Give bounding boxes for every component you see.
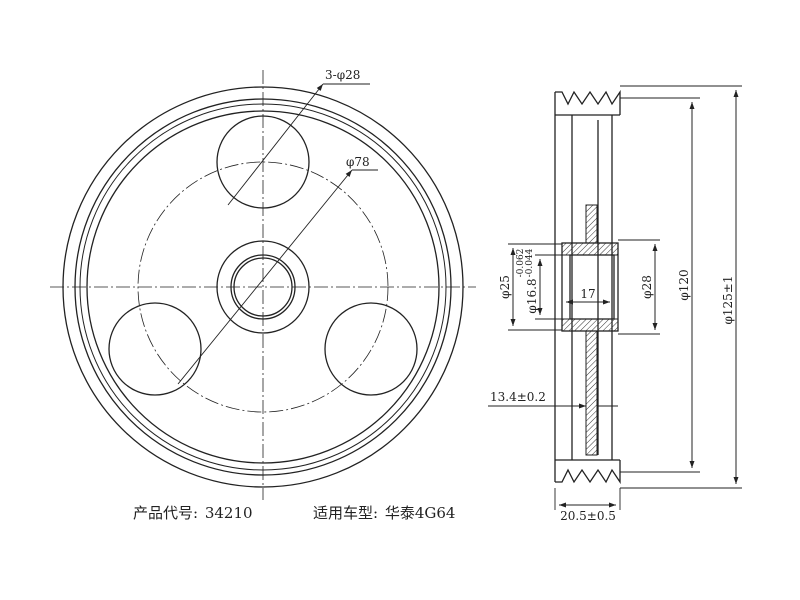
pitch-dim: φ78	[346, 155, 370, 169]
front-leaders	[177, 83, 378, 385]
product-code-value: 34210	[204, 504, 253, 522]
web-hatch	[561, 204, 619, 456]
side-dim-lines	[488, 85, 742, 510]
width-dim: 20.5±0.5	[560, 509, 616, 523]
outer-dia-dim: φ125±1	[721, 276, 735, 325]
hole-right	[324, 302, 418, 396]
tol-upper: -0.062	[516, 249, 526, 278]
vehicle-model: 适用车型: 华泰4G64	[313, 502, 457, 523]
vehicle-model-label: 适用车型:	[313, 504, 379, 522]
bore-tol-dim: φ16.8	[525, 278, 539, 313]
product-code: 产品代号: 34210	[133, 502, 255, 523]
pitch-circle	[137, 161, 389, 413]
holes-dim: 3-φ28	[325, 68, 360, 82]
hub-inner-dim: 17	[580, 287, 595, 301]
front-centerlines	[50, 70, 476, 500]
product-code-label: 产品代号:	[133, 504, 199, 522]
groove-dia-dim: φ120	[677, 269, 691, 300]
offset-dim: 13.4±0.2	[490, 390, 546, 404]
bore-outer-dim: φ25	[498, 275, 512, 299]
hole-left	[108, 302, 202, 396]
side-view	[554, 89, 621, 485]
vehicle-model-value: 华泰4G64	[384, 504, 456, 522]
tol-lower: -0.044	[525, 248, 535, 277]
hub-outer-dim: φ28	[640, 275, 654, 299]
